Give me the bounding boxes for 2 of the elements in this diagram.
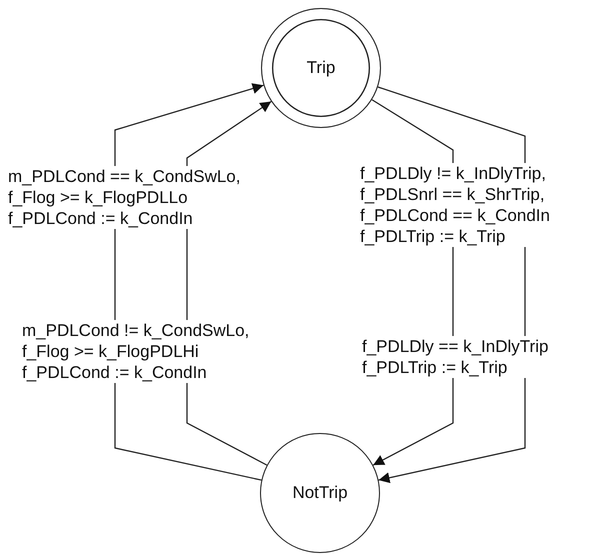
state-name: Trip — [306, 58, 336, 78]
state-name: NotTrip — [292, 483, 348, 503]
